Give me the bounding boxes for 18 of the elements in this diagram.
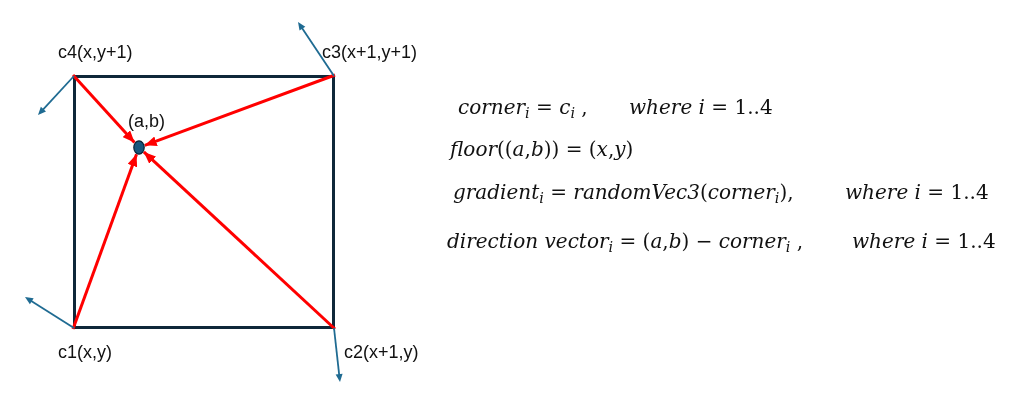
equation: where i = 1..4	[845, 179, 989, 206]
arrow	[71, 74, 136, 144]
equation: corner$_{i}$ = c$_{i}$ ,	[458, 94, 588, 121]
corner-label: c3(x+1,y+1)	[322, 42, 418, 62]
corner-label: c1(x,y)	[58, 342, 112, 362]
arrow	[142, 150, 336, 331]
equation: floor((a,b)) = (x,y)	[450, 136, 634, 163]
corner-label: c4(x,y+1)	[58, 42, 133, 62]
arrow	[144, 73, 336, 147]
arrow	[71, 153, 138, 330]
equation: gradient$_{i}$ = randomVec3(corner$_{i}$),	[453, 179, 794, 206]
square-outline	[73, 75, 335, 329]
equation: where i = 1..4	[852, 228, 996, 255]
point-label: (a,b)	[128, 111, 165, 131]
equation: where i = 1..4	[629, 94, 773, 121]
corner-label: c2(x+1,y)	[344, 342, 419, 362]
equation: direction vector$_{i}$ = (a,b) − corner$_{i}$ ,	[447, 228, 804, 255]
point-marker	[133, 140, 145, 155]
